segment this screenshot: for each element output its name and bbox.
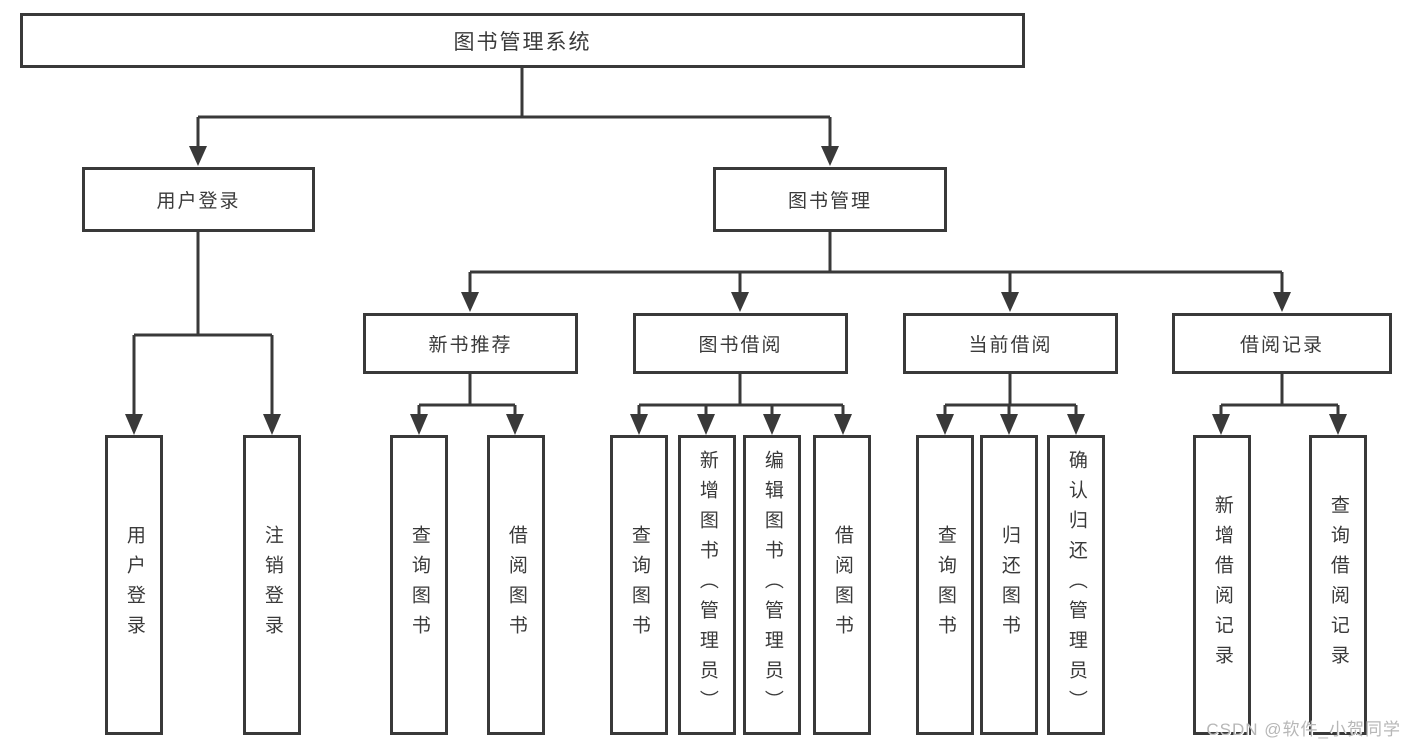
leaf-borrow-books-1: 借阅图书	[487, 435, 545, 735]
leaf-query-borrow-record: 查询借阅记录	[1309, 435, 1367, 735]
arrow-down-icon	[125, 414, 143, 435]
leaf-query-books-3-label: 查询图书	[934, 525, 956, 645]
arrow-down-icon	[834, 414, 852, 435]
arrow-down-icon	[1212, 414, 1230, 435]
arrow-down-icon	[731, 292, 749, 312]
arrow-down-icon	[410, 414, 428, 435]
leaf-return-book-label: 归还图书	[998, 525, 1020, 645]
arrow-down-icon	[263, 414, 281, 435]
leaf-query-books-1: 查询图书	[390, 435, 448, 735]
leaf-borrow-books-1-label: 借阅图书	[505, 525, 527, 645]
arrow-down-icon	[189, 146, 207, 166]
arrow-down-icon	[763, 414, 781, 435]
leaf-add-book-admin-label: 新增图书（管理员）	[696, 450, 718, 720]
leaf-user-login: 用户登录	[105, 435, 163, 735]
node-book-borrow-label: 图书借阅	[698, 335, 783, 356]
arrow-down-icon	[1000, 414, 1018, 435]
node-book-management: 图书管理	[713, 167, 947, 232]
leaf-borrow-books-2-label: 借阅图书	[831, 525, 853, 645]
leaf-return-book: 归还图书	[980, 435, 1038, 735]
leaf-borrow-books-2: 借阅图书	[813, 435, 871, 735]
node-borrow-records: 借阅记录	[1172, 313, 1392, 374]
node-user-login: 用户登录	[82, 167, 315, 232]
leaf-query-borrow-record-label: 查询借阅记录	[1327, 495, 1349, 675]
arrow-down-icon	[1001, 292, 1019, 312]
arrow-down-icon	[697, 414, 715, 435]
leaf-user-login-label: 用户登录	[123, 525, 145, 645]
leaf-add-borrow-record-label: 新增借阅记录	[1211, 495, 1233, 675]
leaf-confirm-return-admin: 确认归还（管理员）	[1047, 435, 1105, 735]
leaf-logout: 注销登录	[243, 435, 301, 735]
leaf-add-book-admin: 新增图书（管理员）	[678, 435, 736, 735]
node-new-book-recommend-label: 新书推荐	[428, 335, 513, 356]
node-book-management-label: 图书管理	[787, 191, 872, 212]
arrow-down-icon	[630, 414, 648, 435]
leaf-logout-label: 注销登录	[261, 525, 283, 645]
node-root: 图书管理系统	[20, 13, 1025, 68]
node-book-borrow: 图书借阅	[633, 313, 848, 374]
arrow-down-icon	[936, 414, 954, 435]
arrowheads	[125, 146, 1347, 435]
csdn-watermark: CSDN @软件_小贺同学	[1206, 720, 1401, 739]
arrow-down-icon	[1329, 414, 1347, 435]
leaf-query-books-2: 查询图书	[610, 435, 668, 735]
leaf-confirm-return-admin-label: 确认归还（管理员）	[1065, 450, 1087, 720]
leaf-query-books-1-label: 查询图书	[408, 525, 430, 645]
node-new-book-recommend: 新书推荐	[363, 313, 578, 374]
node-root-label: 图书管理系统	[453, 30, 592, 54]
arrow-down-icon	[1273, 292, 1291, 312]
arrow-down-icon	[506, 414, 524, 435]
arrow-down-icon	[821, 146, 839, 166]
node-user-login-label: 用户登录	[156, 191, 241, 212]
node-current-borrow-label: 当前借阅	[968, 335, 1053, 356]
node-current-borrow: 当前借阅	[903, 313, 1118, 374]
leaf-query-books-2-label: 查询图书	[628, 525, 650, 645]
leaf-add-borrow-record: 新增借阅记录	[1193, 435, 1251, 735]
arrow-down-icon	[461, 292, 479, 312]
arrow-down-icon	[1067, 414, 1085, 435]
leaf-query-books-3: 查询图书	[916, 435, 974, 735]
connector-paths	[132, 66, 1340, 418]
leaf-edit-book-admin: 编辑图书（管理员）	[743, 435, 801, 735]
node-borrow-records-label: 借阅记录	[1239, 335, 1324, 356]
leaf-edit-book-admin-label: 编辑图书（管理员）	[761, 450, 783, 720]
